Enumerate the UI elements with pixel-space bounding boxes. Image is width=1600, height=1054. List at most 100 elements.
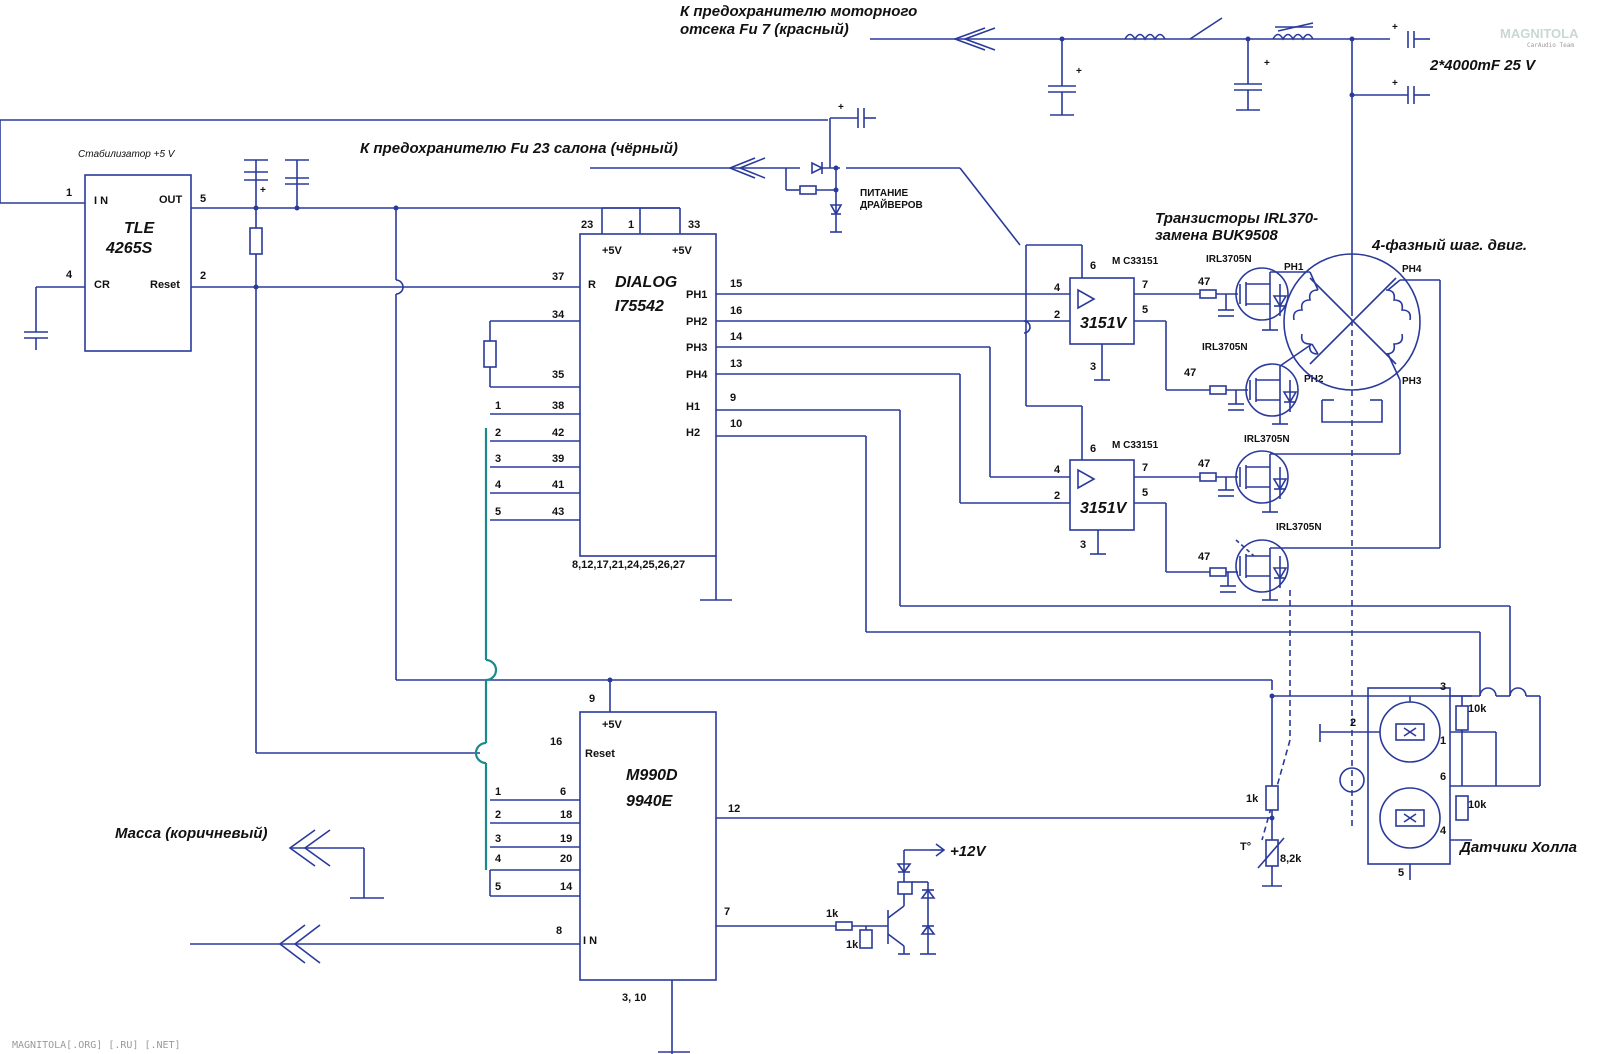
motor-ph3: PH3 xyxy=(1402,376,1422,387)
m990-pin-9: 9 xyxy=(589,693,595,705)
driver-2-part: 3151V xyxy=(1080,500,1128,517)
mosfet-2-label: IRL3705N xyxy=(1202,342,1248,353)
m990-part: 9940E xyxy=(626,793,674,810)
mosfet-2 xyxy=(1209,343,1313,425)
dialog-pin-14: 14 xyxy=(730,331,743,343)
svg-text:+: + xyxy=(1392,22,1398,33)
dialog-ph4: PH4 xyxy=(686,369,708,381)
d2-pin-6: 6 xyxy=(1090,443,1096,455)
stepper-label: 4-фазный шаг. двиг. xyxy=(1371,237,1527,254)
tle-pin-2: 2 xyxy=(200,270,206,282)
logo-sub: CarAudio Team xyxy=(1527,42,1574,49)
gate-r-3: 47 xyxy=(1198,458,1210,470)
transistors-label-2: замена BUK9508 xyxy=(1155,227,1279,244)
d1-pin-7: 7 xyxy=(1142,279,1148,291)
tle-out-label: OUT xyxy=(159,194,183,206)
hall-pin-3: 3 xyxy=(1440,681,1446,693)
dialog-pin-9: 9 xyxy=(730,392,736,404)
mosfet-3-label: IRL3705N xyxy=(1244,434,1290,445)
driver-1-part: 3151V xyxy=(1080,315,1128,332)
dialog-h1: H1 xyxy=(686,401,700,413)
tle-name: TLE xyxy=(124,220,156,237)
hall-pin-4: 4 xyxy=(1440,825,1447,837)
hall-label: Датчики Холла xyxy=(1458,839,1577,856)
motor-ph4: PH4 xyxy=(1402,264,1422,275)
tle-cr-label: CR xyxy=(94,279,110,291)
dialog-pin-41: 41 xyxy=(552,479,564,491)
m990-pin-14: 14 xyxy=(560,881,573,893)
dialog-pin-33: 33 xyxy=(688,219,700,231)
fuse-salon-label: К предохранителю Fu 23 салона (чёрный) xyxy=(360,140,678,157)
d1-pin-6: 6 xyxy=(1090,260,1096,272)
d2-pin-7: 7 xyxy=(1142,462,1148,474)
dialog-part: I75542 xyxy=(615,298,664,315)
d1-pin-5: 5 xyxy=(1142,304,1148,316)
mosfet-3 xyxy=(1199,380,1401,513)
hall-pin-6: 6 xyxy=(1440,771,1446,783)
tle-reset-label: Reset xyxy=(150,279,180,291)
dialog-gnd-pins: 8,12,17,21,24,25,26,27 xyxy=(572,559,685,571)
m990-pin-19: 19 xyxy=(560,833,572,845)
capacitors-label: 2*4000mF 25 V xyxy=(1429,57,1537,74)
hall-pin-2: 2 xyxy=(1350,717,1356,729)
bus-bottom-3: 3 xyxy=(495,833,501,845)
bus-top-3: 3 xyxy=(495,453,501,465)
hall-r10k-a: 10k xyxy=(1468,703,1487,715)
mosfet-2-phase: PH2 xyxy=(1304,374,1324,385)
ground-input xyxy=(288,829,384,899)
m990-vcc: +5V xyxy=(602,719,623,731)
stepper-motor xyxy=(1283,253,1421,423)
gate-r-4: 47 xyxy=(1198,551,1210,563)
tle-in-label: I N xyxy=(94,195,108,207)
svg-text:+: + xyxy=(260,185,266,196)
relay-r1k-b: 1k xyxy=(846,939,859,951)
dialog-pin-34: 34 xyxy=(552,309,565,321)
dialog-pin-38: 38 xyxy=(552,400,564,412)
d2-pin-2: 2 xyxy=(1054,490,1060,502)
svg-text:+: + xyxy=(1392,78,1398,89)
rail-components: + xyxy=(244,159,1272,754)
m990-pin-12: 12 xyxy=(728,803,740,815)
bus-top-1: 1 xyxy=(495,400,501,412)
thermo-r8k2: 8,2k xyxy=(1280,853,1302,865)
d1-pin-2: 2 xyxy=(1054,309,1060,321)
fuse-motor-label-1: К предохранителю моторного xyxy=(680,3,917,20)
dialog-pin-16: 16 xyxy=(730,305,742,317)
dialog-pin-1: 1 xyxy=(628,219,634,231)
d1-pin-3: 3 xyxy=(1090,361,1096,373)
svg-text:+: + xyxy=(1264,58,1270,69)
m990-name: M990D xyxy=(626,767,678,784)
gate-r-2: 47 xyxy=(1184,367,1196,379)
dialog-pin-42: 42 xyxy=(552,427,564,439)
bus-top-2: 2 xyxy=(495,427,501,439)
driver-2 xyxy=(1069,406,1210,573)
thermistor-network xyxy=(1257,696,1285,887)
m990d-chip xyxy=(190,677,1272,1054)
dialog-pin-15: 15 xyxy=(730,278,742,290)
m990-pin-16: 16 xyxy=(550,736,562,748)
transistors-label-1: Транзисторы IRL370- xyxy=(1155,210,1318,227)
hall-pin-1: 1 xyxy=(1440,735,1446,747)
tle-part: 4265S xyxy=(105,240,153,257)
fuse-motor-label-2: отсека Fu 7 (красный) xyxy=(680,21,849,38)
dialog-pin-37: 37 xyxy=(552,271,564,283)
driver-1 xyxy=(1023,244,1210,407)
dialog-ph1: PH1 xyxy=(686,289,707,301)
mosfet-1 xyxy=(1199,267,1310,331)
dialog-pin-23: 23 xyxy=(581,219,593,231)
dialog-pin-13: 13 xyxy=(730,358,742,370)
m990-pin-7: 7 xyxy=(724,906,730,918)
m990-reset: Reset xyxy=(585,748,615,760)
d1-pin-4: 4 xyxy=(1054,282,1061,294)
m990-in: I N xyxy=(583,935,597,947)
driver-power-label-2: ДРАЙВЕРОВ xyxy=(860,198,923,211)
d2-pin-4: 4 xyxy=(1054,464,1061,476)
d2-pin-3: 3 xyxy=(1080,539,1086,551)
m990-gnd-pins: 3, 10 xyxy=(622,992,646,1004)
ground-label: Масса (коричневый) xyxy=(115,825,267,842)
hall-pin-5: 5 xyxy=(1398,867,1404,879)
m990-pin-18: 18 xyxy=(560,809,572,821)
gate-r-1: 47 xyxy=(1198,276,1210,288)
driver-1-title: M C33151 xyxy=(1112,256,1159,267)
